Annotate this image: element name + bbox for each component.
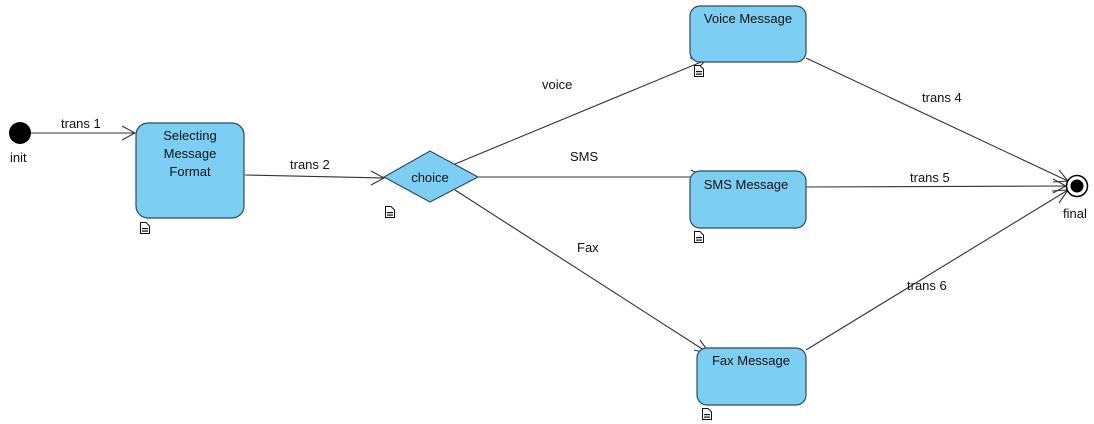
final-state[interactable] <box>1065 174 1089 198</box>
document-icon[interactable] <box>140 222 150 234</box>
state-fax-message[interactable]: Fax Message <box>696 347 807 406</box>
edge-label-fax: Fax <box>577 240 599 255</box>
final-state-label: final <box>1063 206 1087 221</box>
state-voice-message[interactable]: Voice Message <box>689 5 807 63</box>
edge-label-trans-4: trans 4 <box>922 90 962 105</box>
edge-trans-2[interactable] <box>244 170 386 186</box>
edge-label-trans-1: trans 1 <box>61 116 101 131</box>
edge-label-trans-2: trans 2 <box>290 157 330 172</box>
initial-state[interactable] <box>9 122 31 144</box>
document-icon[interactable] <box>385 206 395 218</box>
state-label-line-2: Message <box>164 146 217 161</box>
document-icon[interactable] <box>702 408 712 420</box>
choice-label: choice <box>411 170 449 185</box>
state-label: Voice Message <box>704 11 792 26</box>
edge-label-voice: voice <box>542 77 572 92</box>
edge-sms[interactable] <box>479 169 706 185</box>
document-icon[interactable] <box>694 65 704 77</box>
edge-fax[interactable] <box>454 189 712 355</box>
state-label-line-3: Format <box>169 164 211 179</box>
edge-label-sms: SMS <box>570 149 599 164</box>
choice-node[interactable]: choice <box>382 150 480 203</box>
document-icon[interactable] <box>694 231 704 243</box>
state-sms-message[interactable]: SMS Message <box>689 170 807 229</box>
edge-trans-4[interactable] <box>805 57 1070 183</box>
state-selecting-message-format[interactable]: Selecting Message Format <box>135 122 245 219</box>
state-label: SMS Message <box>704 177 789 192</box>
edge-label-trans-6: trans 6 <box>907 278 947 293</box>
state-label-line-1: Selecting <box>163 128 216 143</box>
edge-label-trans-5: trans 5 <box>910 170 950 185</box>
edge-trans-6[interactable] <box>805 189 1070 351</box>
initial-state-label: init <box>10 150 27 165</box>
state-label: Fax Message <box>712 353 790 368</box>
edge-trans-1[interactable] <box>30 125 137 141</box>
